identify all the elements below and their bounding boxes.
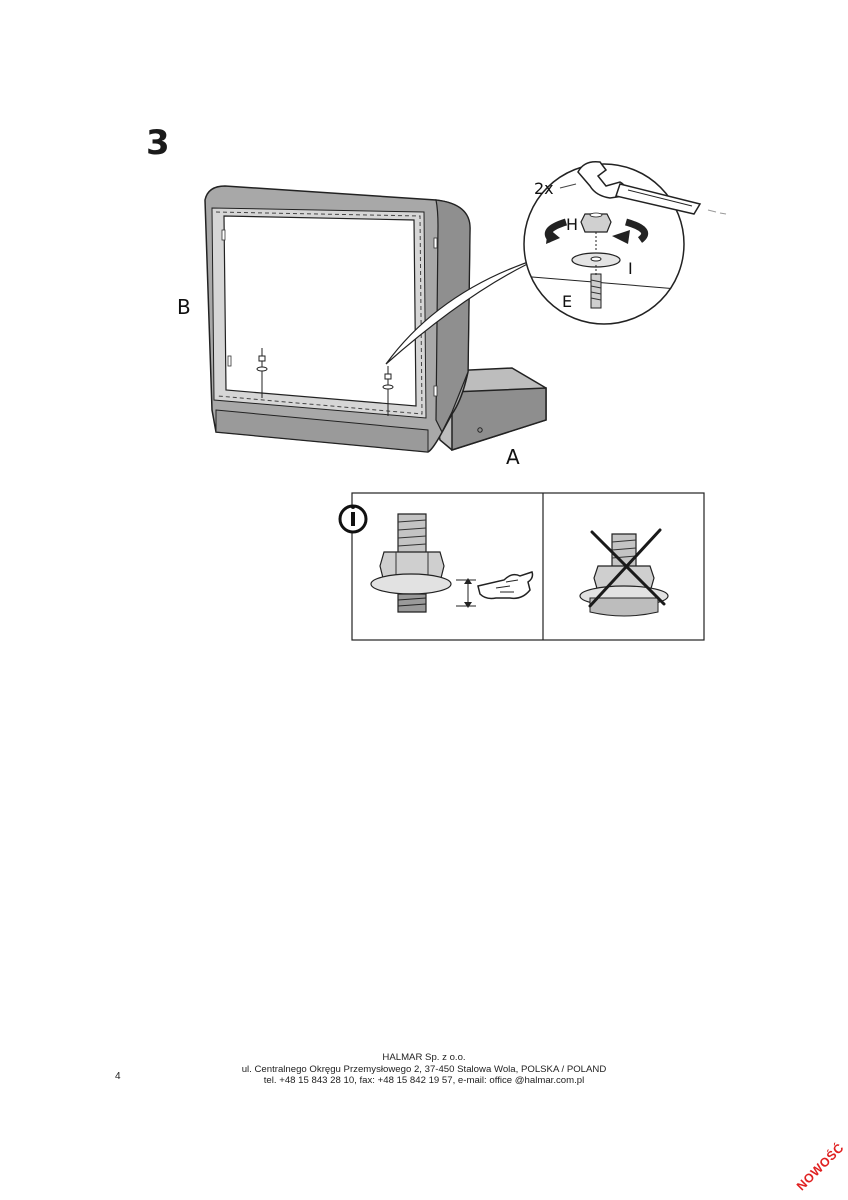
quantity-label: 2x [534,179,554,198]
pointing-hand-icon [477,571,534,600]
bolt-label-e: E [562,292,573,311]
detail-circle [523,163,685,325]
footer: HALMAR Sp. z o.o. ul. Centralnego Okręgu… [0,1052,848,1087]
backrest-b [204,185,471,453]
step-number: 3 [146,123,170,163]
company-address: ul. Centralnego Okręgu Przemysłowego 2, … [241,1063,607,1075]
page-number: 4 [115,1071,121,1082]
part-label-a: A [506,445,520,469]
wrench-icon [559,160,727,215]
part-label-b: B [177,295,191,319]
bolt-fittings [256,348,394,416]
info-icon [338,504,368,534]
company-contact: tel. +48 15 843 28 10, fax: +48 15 842 1… [263,1075,585,1086]
incorrect-bolt-illustration [579,533,669,617]
company-name: HALMAR Sp. z o.o. [382,1052,466,1063]
nut-label-h: H [566,215,579,234]
cross-icon [588,528,666,608]
correct-bolt-illustration [370,513,476,613]
washer-label-i: I [628,259,633,278]
